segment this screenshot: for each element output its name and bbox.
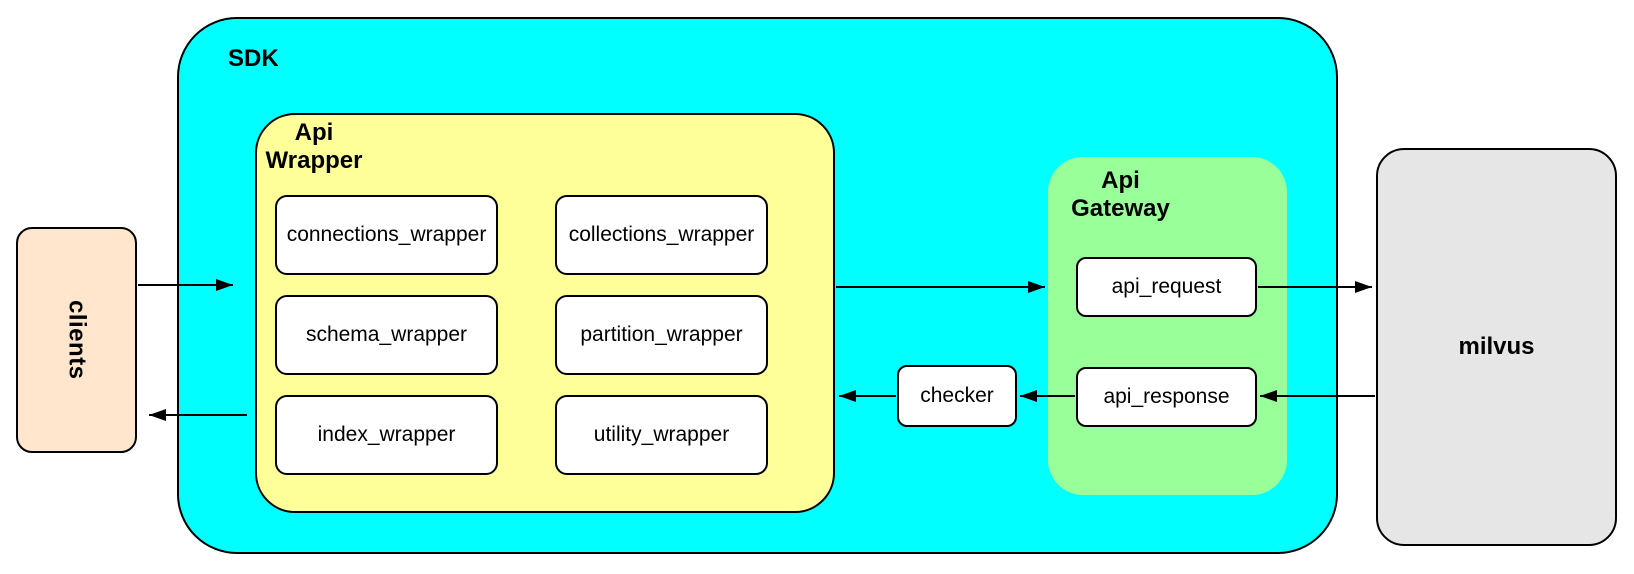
connections-wrapper-label: connections_wrapper [286,223,487,246]
api-wrapper-label-line2: Wrapper [265,147,363,174]
node-clients: clients [16,227,137,453]
node-utility-wrapper: utility_wrapper [555,395,768,475]
collections-wrapper-label: collections_wrapper [568,223,755,246]
node-partition-wrapper: partition_wrapper [555,295,768,375]
container-api-gateway: Api Gateway api_request api_response [1048,157,1287,495]
node-schema-wrapper: schema_wrapper [275,295,498,375]
api-wrapper-label-line1: Api [294,119,334,146]
api-response-label: api_response [1103,385,1230,408]
node-collections-wrapper: collections_wrapper [555,195,768,275]
container-sdk: SDK Api Wrapper connections_wrapper coll… [177,17,1338,554]
node-index-wrapper: index_wrapper [275,395,498,475]
schema-wrapper-label: schema_wrapper [305,323,468,346]
node-api-response: api_response [1076,367,1257,427]
api-wrapper-label: Api Wrapper [257,119,371,175]
api-gateway-label-line2: Gateway [1071,195,1170,222]
api-gateway-label: Api Gateway [1058,167,1183,223]
node-api-request: api_request [1076,257,1257,317]
container-api-wrapper: Api Wrapper connections_wrapper collecti… [255,113,835,513]
api-gateway-label-line1: Api [1101,167,1140,194]
node-milvus: milvus [1376,148,1617,546]
checker-label: checker [920,384,994,407]
partition-wrapper-label: partition_wrapper [580,323,743,346]
api-request-label: api_request [1111,275,1222,298]
sdk-label: SDK [228,45,279,72]
index-wrapper-label: index_wrapper [317,423,456,446]
utility-wrapper-label: utility_wrapper [593,423,730,446]
node-connections-wrapper: connections_wrapper [275,195,498,275]
milvus-label: milvus [1458,333,1535,360]
clients-label: clients [63,300,91,380]
node-checker: checker [897,365,1017,427]
